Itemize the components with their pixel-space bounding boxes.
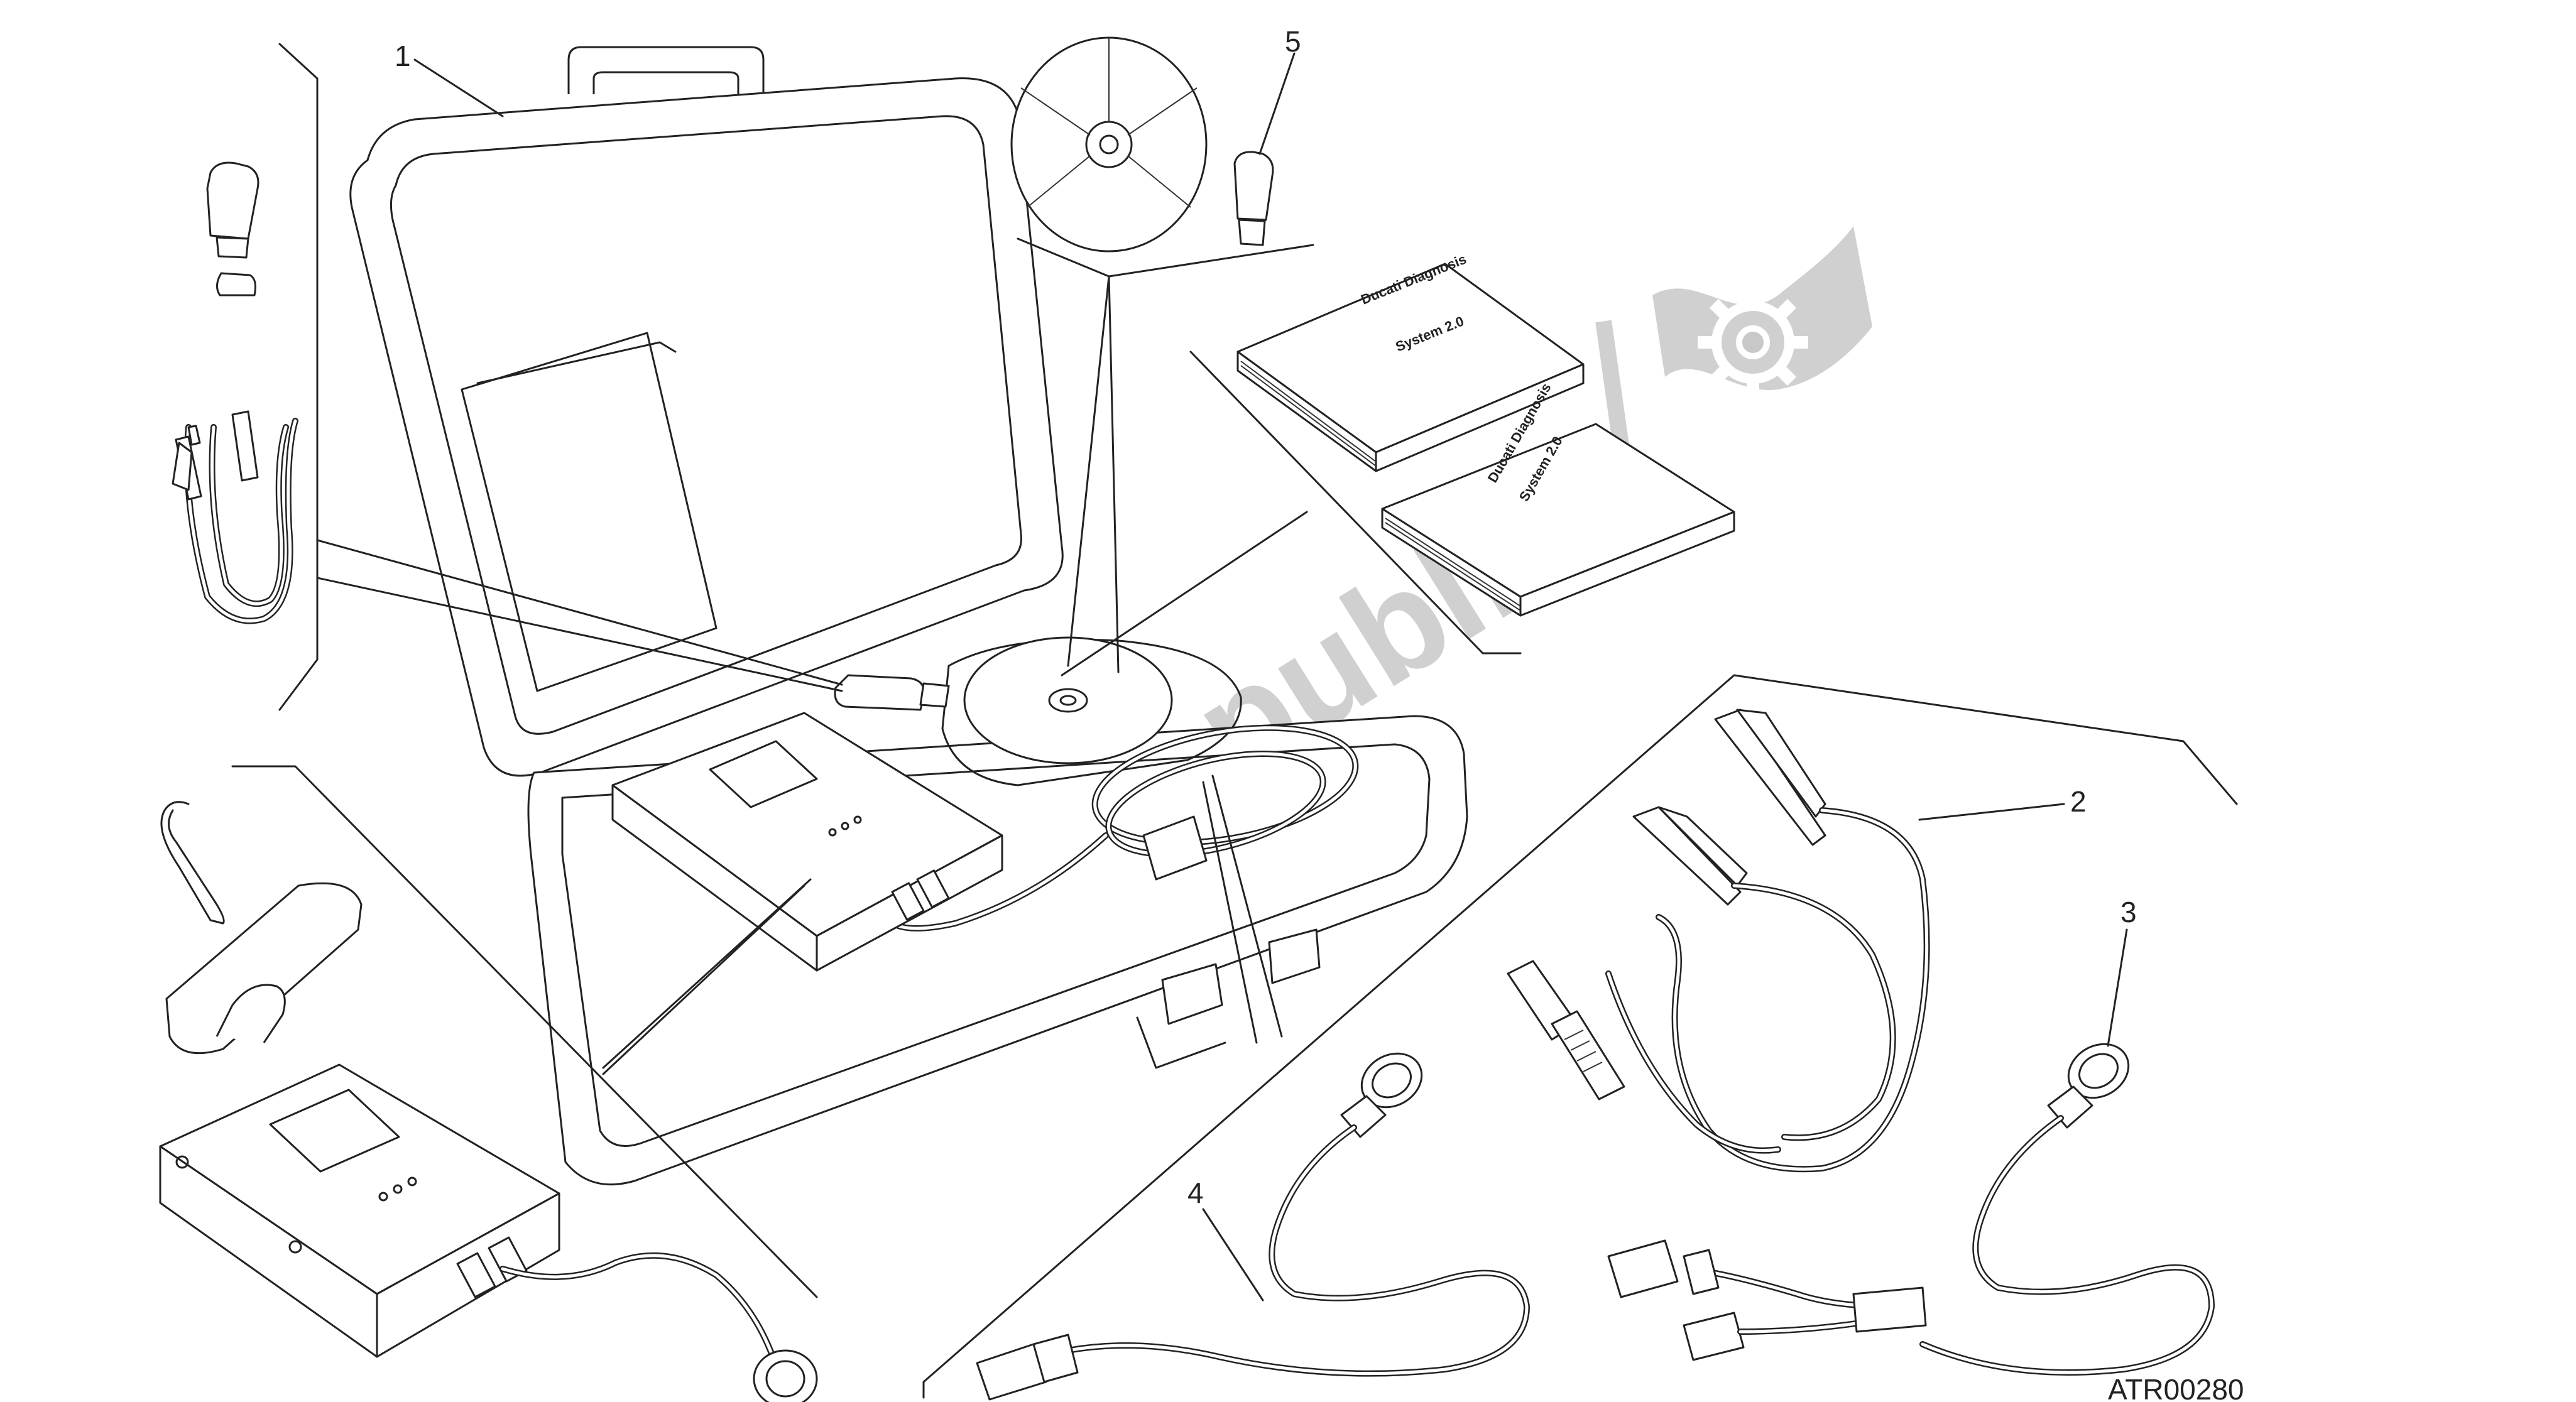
bracket-manual-group (1189, 350, 1522, 655)
bracket-cable-group (922, 674, 2238, 1399)
software-cd (1010, 36, 1208, 253)
callout-4: 4 (1187, 1176, 1264, 1301)
case-usb-key (834, 674, 950, 711)
leader-cable-group (1202, 774, 1283, 1044)
callout-5-label: 5 (1285, 25, 1301, 58)
usb-cable (172, 410, 298, 624)
adapter-cable-y (1607, 1043, 2215, 1376)
callout-1-label: 1 (395, 40, 411, 72)
callout-2: 2 (1918, 785, 2087, 821)
usb-stick (206, 161, 259, 296)
callout-1: 1 (395, 40, 504, 117)
leader-unit-group (602, 878, 812, 1075)
drawing-code: ATR00280 (2108, 1373, 2244, 1402)
bracket-cd-group (1017, 237, 1314, 278)
callout-3-label: 3 (2120, 896, 2137, 928)
leader-usb-group (316, 539, 843, 692)
manual-booklet-upper: Ducati Diagnosis System 2.0 (1236, 251, 1585, 472)
case-cable-coil (883, 724, 1359, 932)
dongle-key (1233, 151, 1274, 246)
leader-cd-group (1067, 275, 1120, 673)
battery-clamp-cable (1507, 709, 1930, 1173)
case-diagnosis-unit (611, 712, 1003, 972)
gear-icon (1698, 287, 1808, 398)
callout-2-label: 2 (2070, 785, 2087, 818)
callout-3: 3 (2107, 896, 2137, 1047)
callout-5: 5 (1258, 25, 1301, 155)
callout-4-label: 4 (1187, 1176, 1204, 1209)
leader-manual-group (1061, 511, 1308, 677)
diagnosis-unit (159, 1063, 818, 1402)
bracket-unit-group (231, 765, 818, 1298)
strap (165, 882, 363, 1055)
carabiner (160, 801, 225, 925)
diagnosis-cable (976, 1052, 1530, 1401)
bracket-usb-group (278, 43, 319, 711)
case-cd-disc (963, 636, 1173, 764)
